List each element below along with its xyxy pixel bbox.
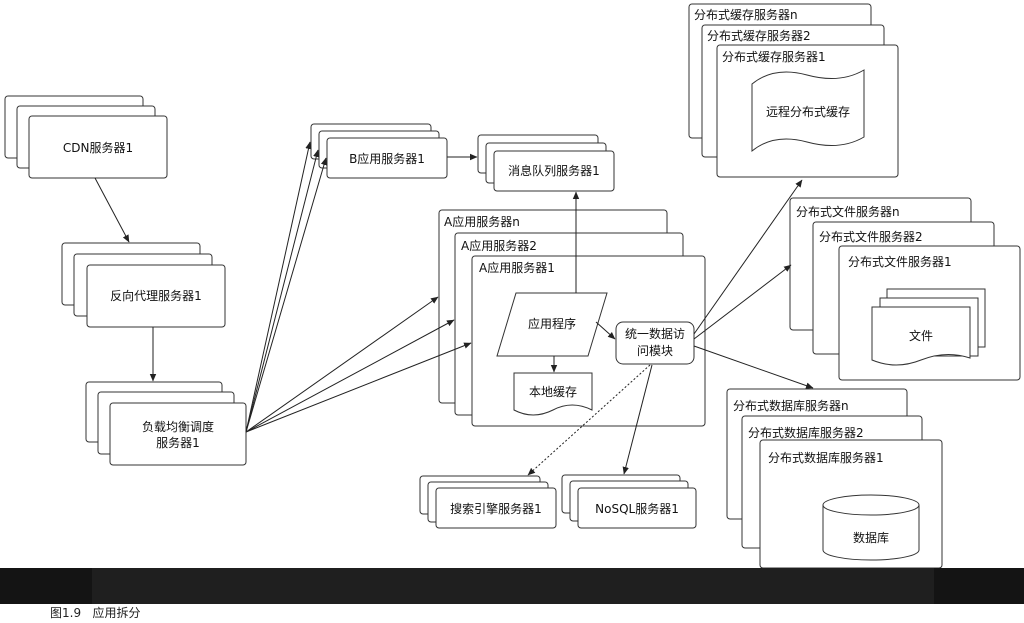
app-a-server-1-label: A应用服务器1 [479, 260, 555, 275]
app-b-server-label: B应用服务器1 [349, 151, 425, 166]
edge-data-access-to-nosql [622, 364, 653, 475]
edge-lb-to-app-a-1 [245, 296, 439, 433]
file-server-2-label: 分布式文件服务器2 [819, 229, 923, 244]
edge-lb-to-app-a-3 [245, 342, 472, 433]
distributed-file-stack: 分布式文件服务器n 分布式文件服务器2 分布式文件服务器1 文件 [789, 197, 1021, 381]
figure-caption-text: 图1.9 应用拆分 [50, 606, 141, 620]
app-a-server-stack: A应用服务器n A应用服务器2 A应用服务器1 应用程序 本地缓存 统一数据访 … [438, 209, 706, 427]
remote-cache-shape [751, 69, 865, 153]
edge-data-access-to-search [527, 364, 651, 476]
data-access-label-line2: 问模块 [637, 344, 673, 358]
edge-data-access-to-file [693, 264, 792, 340]
caption-dark-bar-inner [92, 568, 934, 604]
caption-dark-bar [0, 568, 1024, 604]
message-queue-label: 消息队列服务器1 [508, 163, 600, 178]
remote-cache-label: 远程分布式缓存 [766, 104, 850, 119]
app-a-server-n-label: A应用服务器n [444, 214, 520, 229]
architecture-diagram: CDN服务器1 反向代理服务器1 负载均衡调度 服务器1 B应用服务器1 消息队… [4, 3, 1021, 568]
local-cache-shape [513, 372, 593, 416]
edge-data-access-to-db [693, 345, 814, 389]
edge-program-to-data-access [595, 321, 616, 340]
app-program-shape [496, 292, 608, 357]
edge-lb-to-app-b-1 [245, 141, 312, 433]
edges [94, 141, 814, 476]
edge-lb-to-app-b-2 [245, 149, 320, 433]
file-server-1-label: 分布式文件服务器1 [848, 254, 952, 269]
app-b-server-stack: B应用服务器1 [310, 123, 448, 179]
reverse-proxy-label: 反向代理服务器1 [110, 288, 202, 303]
database-cylinder [822, 505, 920, 561]
file-doc-label: 文件 [909, 328, 933, 343]
message-queue-stack: 消息队列服务器1 [477, 134, 615, 192]
database-cylinder-top [822, 494, 920, 516]
database-label: 数据库 [853, 530, 889, 545]
cdn-server-stack: CDN服务器1 [4, 95, 168, 179]
edge-data-access-to-cache [693, 179, 803, 335]
edge-lb-to-app-a-2 [245, 319, 455, 433]
cache-server-n-label: 分布式缓存服务器n [694, 7, 798, 22]
distributed-cache-stack: 分布式缓存服务器n 分布式缓存服务器2 分布式缓存服务器1 远程分布式缓存 [688, 3, 899, 178]
data-access-shape [615, 321, 695, 365]
nosql-stack: NoSQL服务器1 [561, 474, 697, 529]
load-balancer-stack: 负载均衡调度 服务器1 [85, 381, 247, 466]
nosql-label: NoSQL服务器1 [595, 501, 679, 516]
figure-caption: 图1.9 应用拆分 [0, 604, 1024, 623]
search-engine-label: 搜索引擎服务器1 [450, 501, 542, 516]
distributed-db-stack: 分布式数据库服务器n 分布式数据库服务器2 分布式数据库服务器1 数据库 [726, 388, 943, 568]
app-program-label: 应用程序 [528, 316, 576, 331]
reverse-proxy-stack: 反向代理服务器1 [61, 242, 226, 328]
local-cache-label: 本地缓存 [529, 385, 577, 399]
search-engine-stack: 搜索引擎服务器1 [419, 475, 557, 529]
load-balancer-label-line1: 负载均衡调度 [142, 419, 214, 434]
load-balancer-label-line2: 服务器1 [156, 435, 200, 450]
app-a-server-2-label: A应用服务器2 [461, 238, 537, 253]
db-server-1-label: 分布式数据库服务器1 [768, 450, 884, 465]
db-server-n-label: 分布式数据库服务器n [733, 398, 849, 413]
edge-cdn-to-proxy [94, 177, 130, 243]
cache-server-2-label: 分布式缓存服务器2 [707, 28, 811, 43]
data-access-label-line1: 统一数据访 [625, 326, 685, 341]
db-server-2-label: 分布式数据库服务器2 [748, 425, 864, 440]
file-server-n-label: 分布式文件服务器n [796, 204, 900, 219]
edge-lb-to-app-b-3 [245, 157, 328, 433]
file-doc-front [871, 306, 971, 366]
cache-server-1-label: 分布式缓存服务器1 [722, 49, 826, 64]
cdn-server-label: CDN服务器1 [63, 140, 133, 155]
